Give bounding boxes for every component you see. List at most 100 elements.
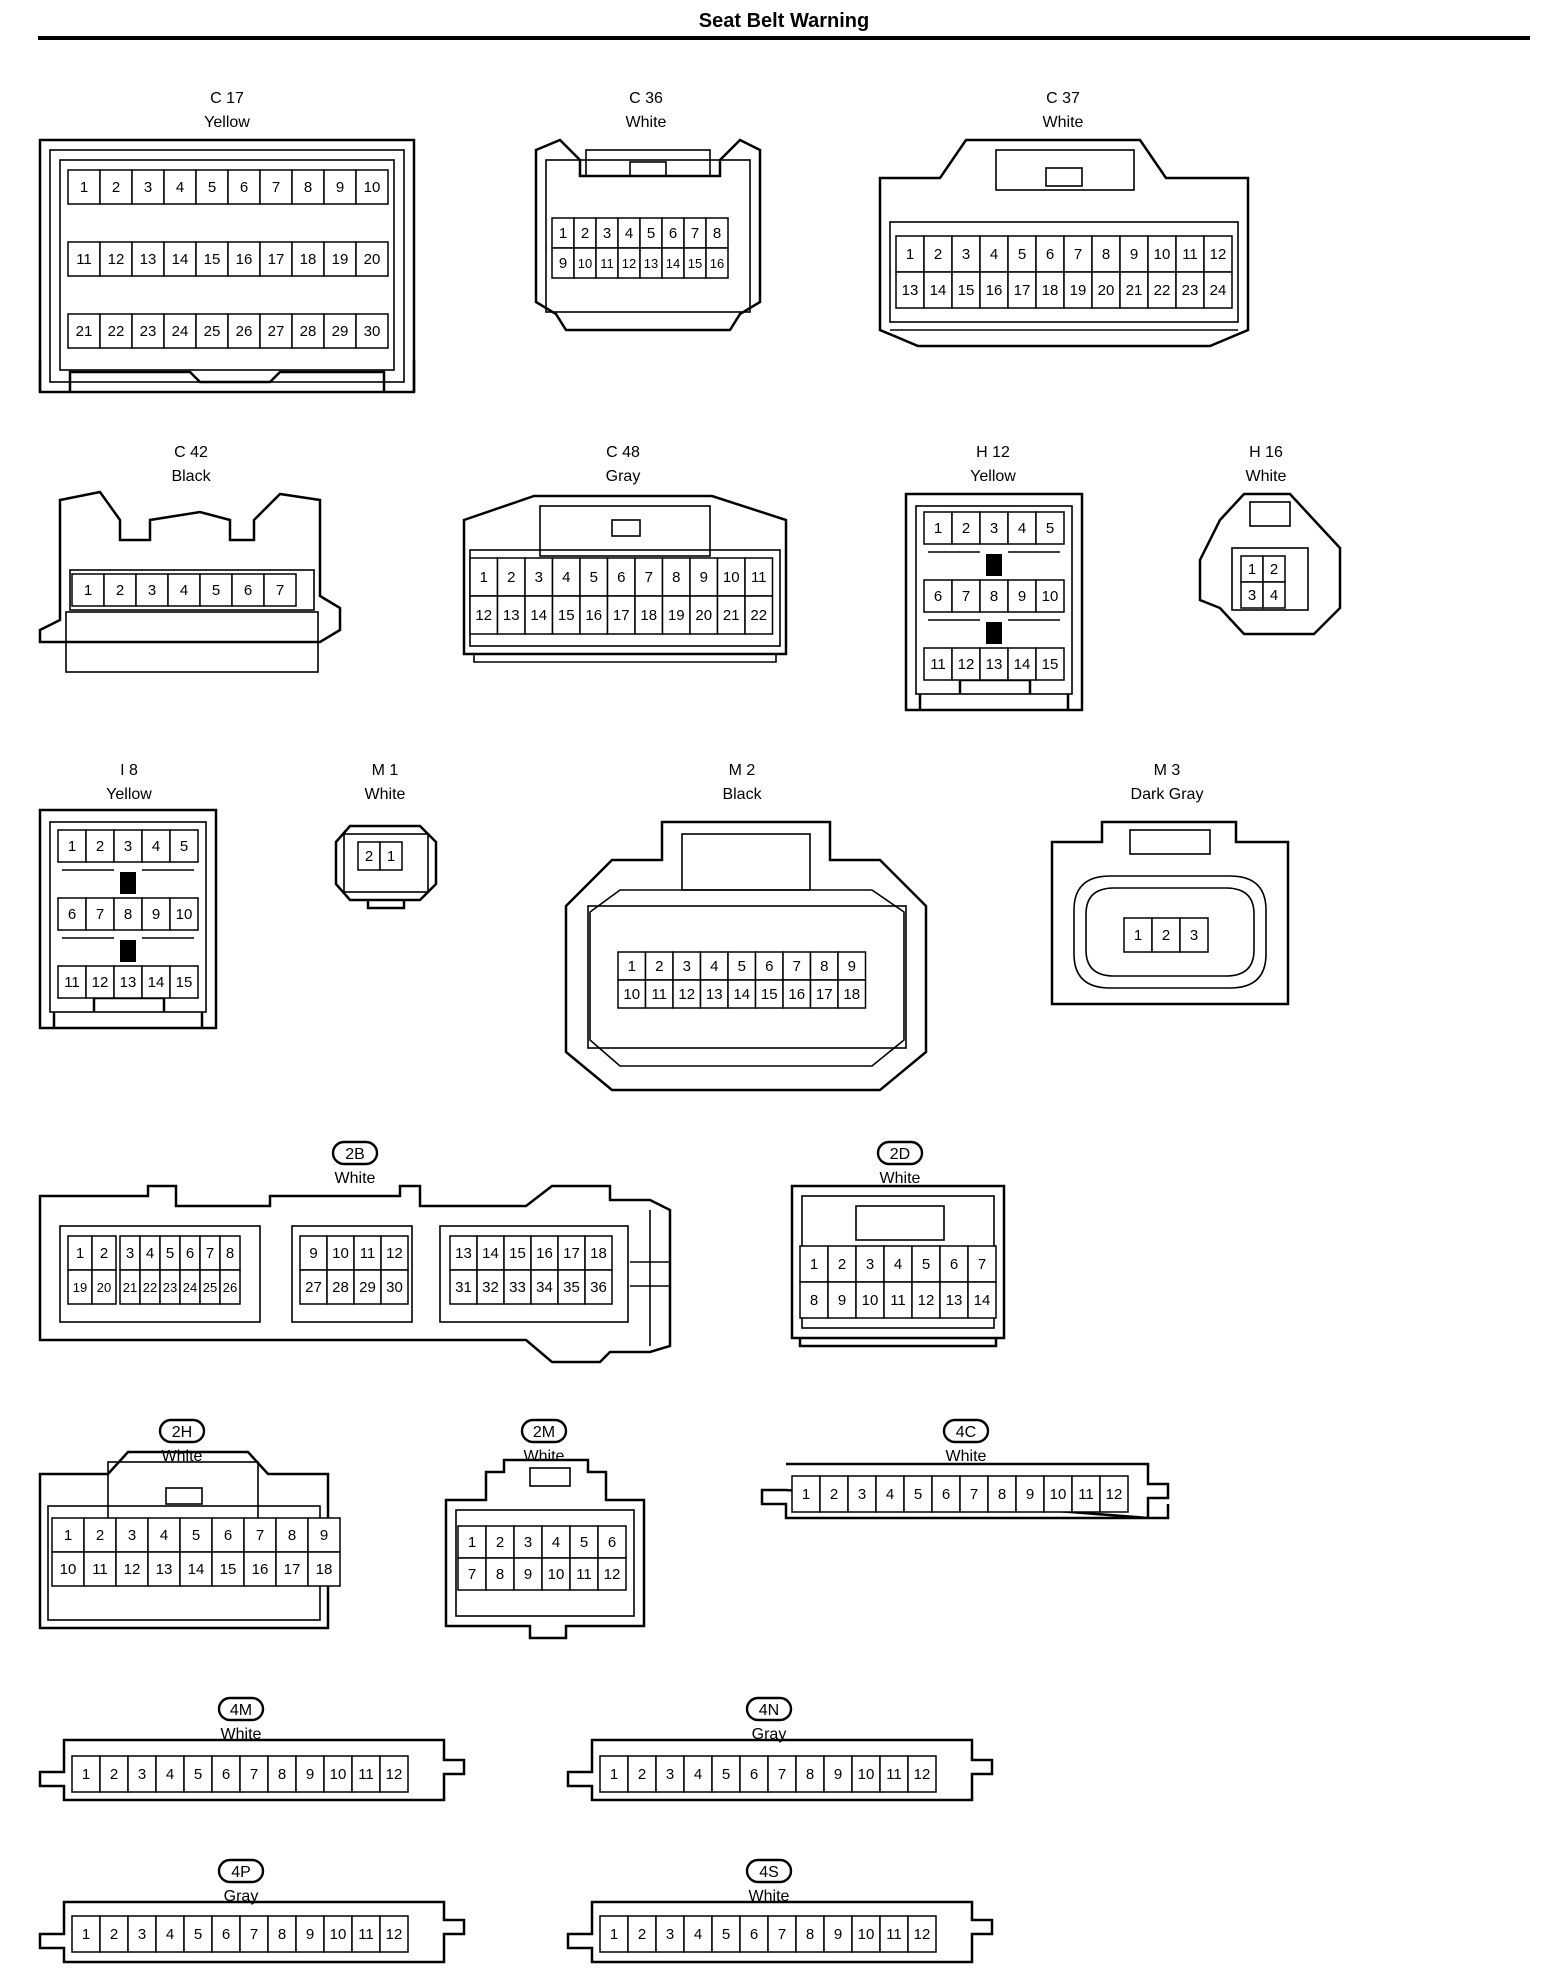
pin-number: 4 — [180, 582, 188, 599]
connector-outline — [1198, 492, 1342, 636]
connector-outline — [566, 1738, 994, 1802]
pin-number: 2 — [962, 520, 970, 537]
pin-cavity — [979, 271, 1009, 309]
pin-cavity — [1203, 271, 1233, 309]
pin-number: 13 — [503, 607, 520, 624]
pin-number: 24 — [172, 323, 189, 340]
pin-cavity — [353, 1269, 382, 1305]
pin-cavity — [1035, 647, 1065, 681]
pin-number: 3 — [666, 1926, 674, 1943]
pin-number: 23 — [163, 1280, 177, 1295]
pin-cavity — [661, 595, 691, 635]
pin-cavity — [155, 1915, 185, 1953]
pin-number: 3 — [1190, 927, 1198, 944]
pin-number: 21 — [76, 323, 93, 340]
pin-cavity — [1203, 235, 1233, 273]
connector-color: Dark Gray — [1131, 786, 1204, 803]
pin-number: 2 — [655, 958, 663, 975]
connector-outline — [291, 1225, 413, 1323]
pin-number: 3 — [683, 958, 691, 975]
connector-color: White — [221, 1726, 262, 1743]
pin-number: 19 — [332, 251, 349, 268]
pin-number: 1 — [64, 1527, 72, 1544]
connector-outline — [566, 1900, 994, 1964]
pin-number: 6 — [750, 1766, 758, 1783]
pin-number: 4 — [166, 1766, 174, 1783]
pin-number: 3 — [128, 1527, 136, 1544]
pin-number: 5 — [1018, 246, 1026, 263]
pin-number: 11 — [76, 251, 92, 268]
pin-number: 11 — [92, 1561, 108, 1578]
pin-cavity — [541, 1557, 571, 1591]
connector-color: Yellow — [970, 468, 1016, 485]
connector-outline — [545, 159, 751, 313]
pin-cavity — [847, 1475, 877, 1513]
pin-cavity — [1099, 1475, 1129, 1513]
pin-number: 1 — [610, 1766, 618, 1783]
pin-number: 3 — [603, 225, 611, 242]
pin-cavity — [1147, 235, 1177, 273]
connector-outline — [681, 833, 811, 891]
pin-cavity — [782, 951, 812, 981]
pin-cavity — [1151, 917, 1181, 953]
pin-number: 5 — [180, 838, 188, 855]
pin-number: 17 — [613, 607, 630, 624]
pin-number: 10 — [858, 1766, 875, 1783]
pin-number: 1 — [480, 569, 488, 586]
pin-cavity — [291, 313, 325, 349]
pin-cavity — [141, 965, 171, 999]
connector-outline — [1073, 875, 1267, 989]
pin-cavity — [267, 1755, 297, 1793]
pin-cavity — [183, 1755, 213, 1793]
connector-code-badge — [331, 1140, 379, 1166]
pin-number: 8 — [713, 225, 721, 242]
pin-number: 6 — [608, 1534, 616, 1551]
pin-cavity — [823, 1915, 853, 1953]
connector-color: Black — [171, 468, 211, 485]
connector-code-badge — [217, 1858, 265, 1884]
connector-outline — [760, 1462, 1170, 1520]
pin-number: 14 — [188, 1561, 205, 1578]
connector-outline — [38, 1184, 672, 1364]
connector-outline — [38, 808, 218, 1030]
pin-number: 14 — [530, 607, 547, 624]
pin-number: 11 — [886, 1926, 902, 1943]
connector-outline — [52, 996, 204, 1028]
pin-number: 1 — [559, 225, 567, 242]
connector-code: 4S — [759, 1864, 779, 1881]
latch-block — [986, 622, 1002, 644]
pin-cavity — [135, 573, 169, 607]
pin-number: 6 — [244, 582, 252, 599]
connector-outline — [1050, 820, 1290, 1006]
pin-number: 20 — [695, 607, 712, 624]
pin-cavity — [584, 1269, 613, 1305]
connector-outline — [630, 1210, 670, 1346]
pin-number: 1 — [610, 1926, 618, 1943]
pin-number: 5 — [212, 582, 220, 599]
connector-code: C 48 — [606, 444, 640, 461]
pin-number: 7 — [970, 1486, 978, 1503]
pin-number: 5 — [192, 1527, 200, 1544]
pin-cavity — [727, 979, 757, 1009]
pin-number: 4 — [1270, 587, 1278, 604]
pin-number: 23 — [1182, 282, 1199, 299]
connector-outline — [790, 1184, 1006, 1340]
connector-outline — [995, 149, 1135, 191]
pin-number: 9 — [1026, 1486, 1034, 1503]
pin-number: 8 — [806, 1926, 814, 1943]
pin-number: 6 — [240, 179, 248, 196]
pin-cavity — [855, 1281, 885, 1319]
pin-cavity — [959, 1475, 989, 1513]
pin-number: 16 — [986, 282, 1003, 299]
pin-number: 21 — [723, 607, 740, 624]
pin-number: 3 — [535, 569, 543, 586]
pin-number: 22 — [1154, 282, 1171, 299]
pin-number: 17 — [268, 251, 285, 268]
pin-cavity — [219, 1269, 241, 1305]
connector-color: White — [749, 1888, 790, 1905]
pin-number: 2 — [112, 179, 120, 196]
